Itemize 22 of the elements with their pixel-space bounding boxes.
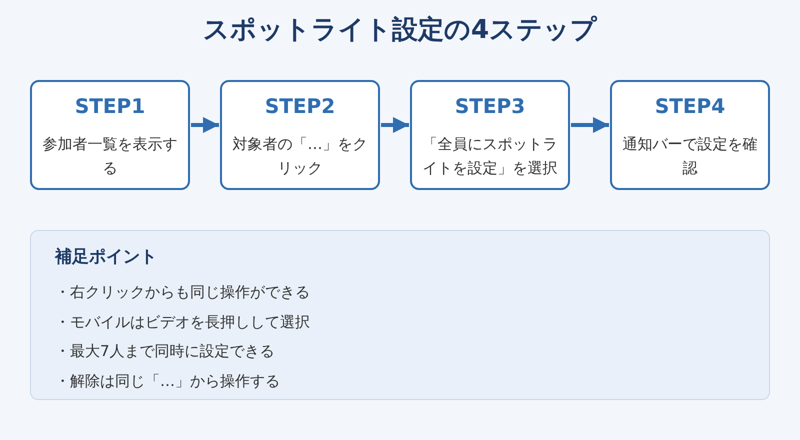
notes-heading: 補足ポイント [55, 246, 157, 268]
note-item: ・モバイルはビデオを長押しして選択 [55, 312, 310, 332]
arrow [191, 117, 219, 133]
step-description: 参加者一覧を表示する [42, 134, 178, 179]
step-box [610, 80, 770, 190]
step-box [30, 80, 190, 190]
note-item: ・解除は同じ「…」から操作する [55, 372, 280, 390]
arrow [381, 117, 409, 133]
arrow [571, 117, 609, 133]
step-description: 対象者の「…」をクリック [232, 134, 368, 179]
diagram-title: スポットライト設定の4ステップ [202, 14, 598, 47]
step-box [410, 80, 570, 190]
step-box [220, 80, 380, 190]
step-label: STEP1 [74, 94, 146, 118]
step-label: STEP2 [264, 94, 336, 118]
note-item: ・右クリックからも同じ操作ができる [55, 283, 310, 302]
note-item: ・最大7人まで同時に設定できる [55, 342, 275, 361]
notes-panel [30, 230, 770, 400]
step-description: 通知バーで設定を確認 [622, 134, 758, 179]
step-description: 「全員にスポットライトを設定」を選択 [422, 134, 558, 179]
step-label: STEP4 [654, 94, 726, 118]
step-label: STEP3 [454, 94, 526, 118]
